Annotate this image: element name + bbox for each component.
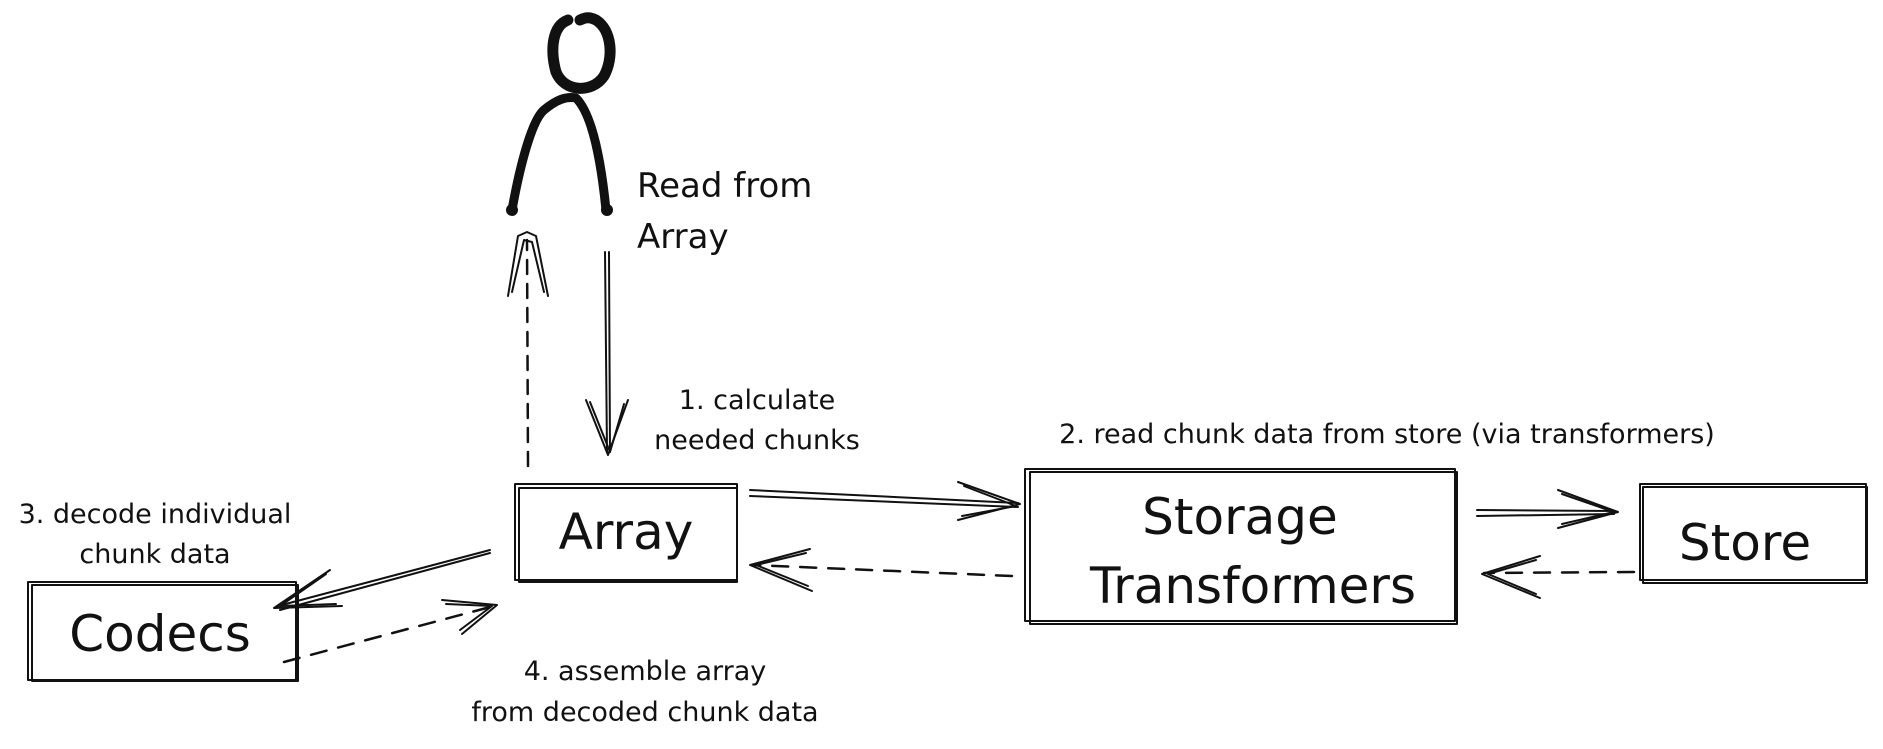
step4-note-line2: from decoded chunk data [471,697,818,728]
step2-note: 2. read chunk data from store (via trans… [1059,419,1715,450]
storage-transformers-label-line1: Storage [1142,488,1338,546]
store-box-label: Store [1679,514,1811,572]
transformers-to-store-arrow [1476,489,1619,529]
store-to-transformers-arrow [1481,555,1636,599]
return-arrow [507,231,549,468]
transformers-to-array-arrow [749,548,1014,592]
person-left-hand [506,204,518,216]
request-arrow [585,251,629,456]
step1-note-line2: needed chunks [654,425,860,456]
person-right-hand [601,204,613,216]
person-label-line2: Array [637,217,729,257]
array-to-codecs-arrow [273,549,491,611]
step3-note-line2: chunk data [79,539,230,570]
codecs-box-label: Codecs [69,605,251,663]
storage-transformers-label-line2: Transformers [1089,557,1416,615]
codecs-box: Codecs [27,581,299,682]
storage-transformers-box: Storage Transformers [1024,468,1458,625]
person-label-line1: Read from [637,166,812,206]
store-box: Store [1639,483,1868,584]
person-head [547,12,616,94]
step1-note-line1: 1. calculate [679,385,835,416]
person-figure [506,12,616,216]
array-box-label: Array [559,503,694,561]
array-to-transformers-arrow [749,481,1021,521]
person-body [507,93,611,215]
step4-note-line1: 4. assemble array [524,656,767,687]
step3-note-line1: 3. decode individual [19,499,292,530]
array-box: Array [514,483,738,583]
codecs-to-array-arrow [282,599,498,664]
